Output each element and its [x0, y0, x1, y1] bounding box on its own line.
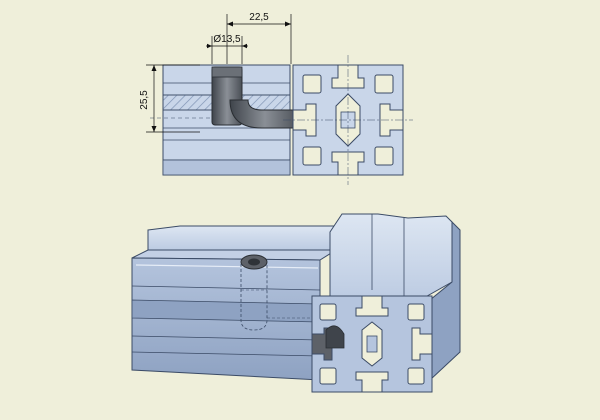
dimension-label-25-5: 25,5: [139, 90, 150, 110]
hidden-connector-3d: [240, 254, 330, 331]
dimension-label-22-5: 22,5: [249, 12, 269, 23]
section-view: 22,5 Ø13,5 25,5: [139, 12, 413, 185]
dimension-height: 25,5: [139, 64, 200, 133]
crossing-profile-3d: [311, 213, 461, 393]
isometric-view: [131, 213, 461, 393]
dimension-top-width: 22,5: [226, 12, 292, 64]
dimension-hole-diameter: Ø13,5: [206, 34, 248, 64]
dimension-label-diameter: Ø13,5: [213, 34, 241, 45]
horizontal-profile-3d: [131, 225, 338, 381]
profile-cross-section: [283, 55, 413, 185]
